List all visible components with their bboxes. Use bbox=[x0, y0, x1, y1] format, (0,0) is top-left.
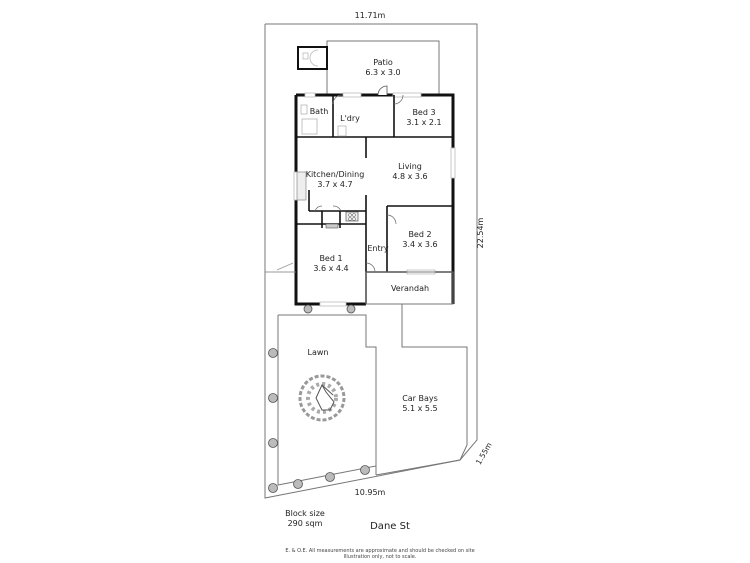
verandah-outline bbox=[365, 271, 454, 305]
tree-icon bbox=[298, 374, 346, 422]
room-size: 3.6 x 4.4 bbox=[313, 264, 349, 273]
room-size: 3.1 x 2.1 bbox=[406, 118, 442, 127]
room-size: 5.1 x 5.5 bbox=[402, 404, 438, 413]
dimension-right: 22.54m bbox=[476, 217, 485, 249]
room-laundry: L'dry bbox=[340, 114, 360, 123]
shed bbox=[297, 46, 328, 70]
room-bed2: Bed 2 3.4 x 3.6 bbox=[390, 230, 450, 250]
area-lawn: Lawn bbox=[307, 348, 329, 357]
disclaimer-line1: E. & O.E. All measurements are approxima… bbox=[285, 548, 475, 554]
carbays-outline bbox=[375, 304, 468, 476]
room-name: Car Bays bbox=[402, 394, 438, 403]
room-verandah: Verandah bbox=[390, 284, 430, 293]
block-size-value: 290 sqm bbox=[287, 519, 323, 528]
shrubs bbox=[268, 304, 370, 493]
room-name: Patio bbox=[373, 58, 393, 67]
room-name: Bed 2 bbox=[408, 230, 432, 239]
lawn-outline bbox=[277, 314, 377, 486]
disclaimer-line2: Illustration only, not to scale. bbox=[343, 554, 417, 561]
room-entry: Entry bbox=[367, 244, 389, 253]
room-bath: Bath bbox=[309, 107, 329, 116]
site-boundary bbox=[264, 23, 478, 499]
room-name: Kitchen/Dining bbox=[305, 170, 365, 179]
room-name: Bed 3 bbox=[412, 108, 436, 117]
room-kitchen-dining: Kitchen/Dining 3.7 x 4.7 bbox=[300, 170, 370, 190]
room-bed1: Bed 1 3.6 x 4.4 bbox=[303, 254, 359, 274]
disclaimer: E. & O.E. All measurements are approxima… bbox=[260, 548, 500, 561]
area-car-bays: Car Bays 5.1 x 5.5 bbox=[390, 394, 450, 414]
dimension-bottom: 10.95m bbox=[354, 488, 386, 497]
block-size-label: Block size bbox=[285, 509, 325, 518]
dimension-top: 11.71m bbox=[354, 11, 386, 20]
room-living: Living 4.8 x 3.6 bbox=[380, 162, 440, 182]
block-size: Block size 290 sqm bbox=[280, 509, 330, 529]
room-size: 6.3 x 3.0 bbox=[365, 68, 401, 77]
stove bbox=[345, 211, 359, 222]
room-name: Living bbox=[398, 162, 422, 171]
room-patio: Patio 6.3 x 3.0 bbox=[353, 58, 413, 78]
room-size: 4.8 x 3.6 bbox=[392, 172, 428, 181]
room-size: 3.4 x 3.6 bbox=[402, 240, 438, 249]
room-size: 3.7 x 4.7 bbox=[317, 180, 353, 189]
street-name: Dane St bbox=[370, 521, 410, 532]
room-bed3: Bed 3 3.1 x 2.1 bbox=[396, 108, 452, 128]
room-name: Bed 1 bbox=[319, 254, 343, 263]
